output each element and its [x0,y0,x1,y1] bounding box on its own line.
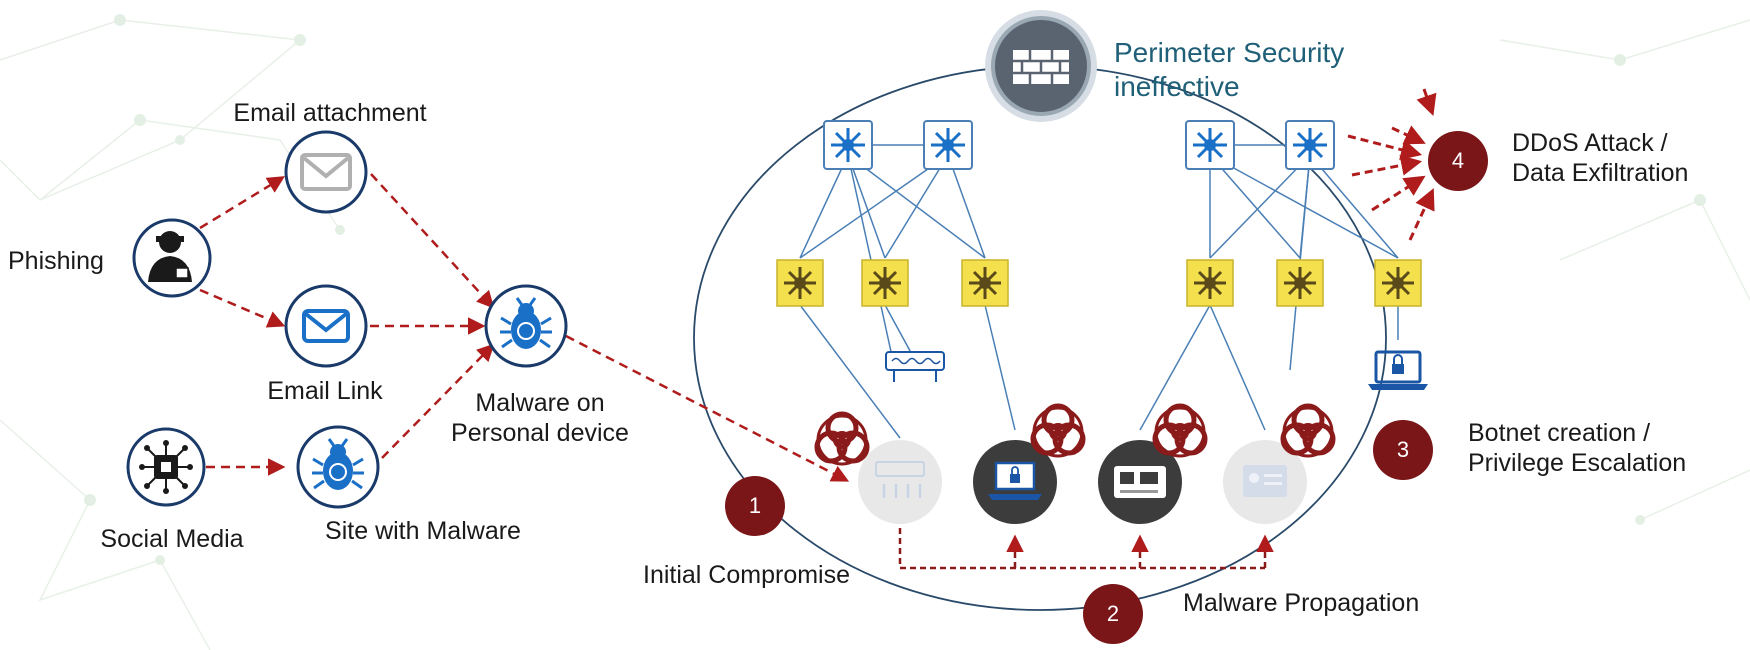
biohazard-icon [817,414,867,464]
social-media-node [126,427,206,507]
biohazard-icon [1033,406,1083,456]
access-switch-icon [960,258,1010,308]
stage-4-line-1: DDoS Attack / [1512,129,1668,157]
stage-4-label: DDoS Attack / Data Exfiltration [1512,128,1688,188]
email-link-label: Email Link [267,377,383,405]
endpoint-id-card [1223,440,1307,524]
malware-personal-device-line-1: Malware on [475,389,605,417]
appliance-icon [885,351,945,382]
email-link-node [284,284,368,368]
access-switch-icon [1185,258,1235,308]
propagation-arrows [898,528,1274,570]
perimeter-line-1: Perimeter Security [1114,37,1345,68]
infection-chain-arrows [199,173,850,482]
core-switch-icon [922,119,974,171]
phishing-label: Phishing [8,247,104,275]
site-with-malware-node [296,425,380,509]
access-switch-icon [1373,258,1423,308]
stage-3-badge: 3 [1373,420,1433,480]
biohazard-icon [1283,406,1333,456]
network-links [799,144,1399,439]
stage-1-label: Initial Compromise [643,561,851,589]
perimeter-security-label: Perimeter Security ineffective [1114,36,1344,104]
email-attachment-label: Email attachment [233,99,427,127]
access-switch-icon [775,258,825,308]
stage-3-line-1: Botnet creation / [1468,419,1651,447]
network-boundary [693,65,1387,611]
core-switch-icon [822,119,874,171]
malware-personal-device-label: Malware on Personal device [451,388,629,448]
perimeter-line-2: ineffective [1114,71,1240,102]
stage-4-badge: 4 [1428,131,1488,191]
stage-2-label: Malware Propagation [1183,589,1420,617]
stage-3-label: Botnet creation / Privilege Escalation [1468,418,1686,478]
endpoint-card [1098,440,1182,524]
stage-1-badge: 1 [725,476,785,536]
laptop-lock-icon [1366,350,1430,392]
access-switch-icon [1275,258,1325,308]
core-switch-icon [1184,119,1236,171]
malware-personal-device-line-2: Personal device [451,419,629,447]
malware-personal-device-node [484,284,568,368]
stage-2-badge: 2 [1083,584,1143,644]
background-nodes [84,14,1706,565]
firewall-icon [985,10,1097,122]
ddos-arrows [1347,88,1437,241]
endpoint-hvac [858,440,942,524]
stage-3-line-2: Privilege Escalation [1468,449,1687,477]
endpoint-laptop [973,440,1057,524]
social-media-label: Social Media [100,525,244,553]
email-attachment-node [284,130,368,214]
stage-4-line-2: Data Exfiltration [1512,159,1689,187]
core-switch-icon [1284,119,1336,171]
phishing-node [132,218,212,298]
access-switch-icon [860,258,910,308]
biohazard-icon [1155,406,1205,456]
site-with-malware-label: Site with Malware [325,517,521,545]
